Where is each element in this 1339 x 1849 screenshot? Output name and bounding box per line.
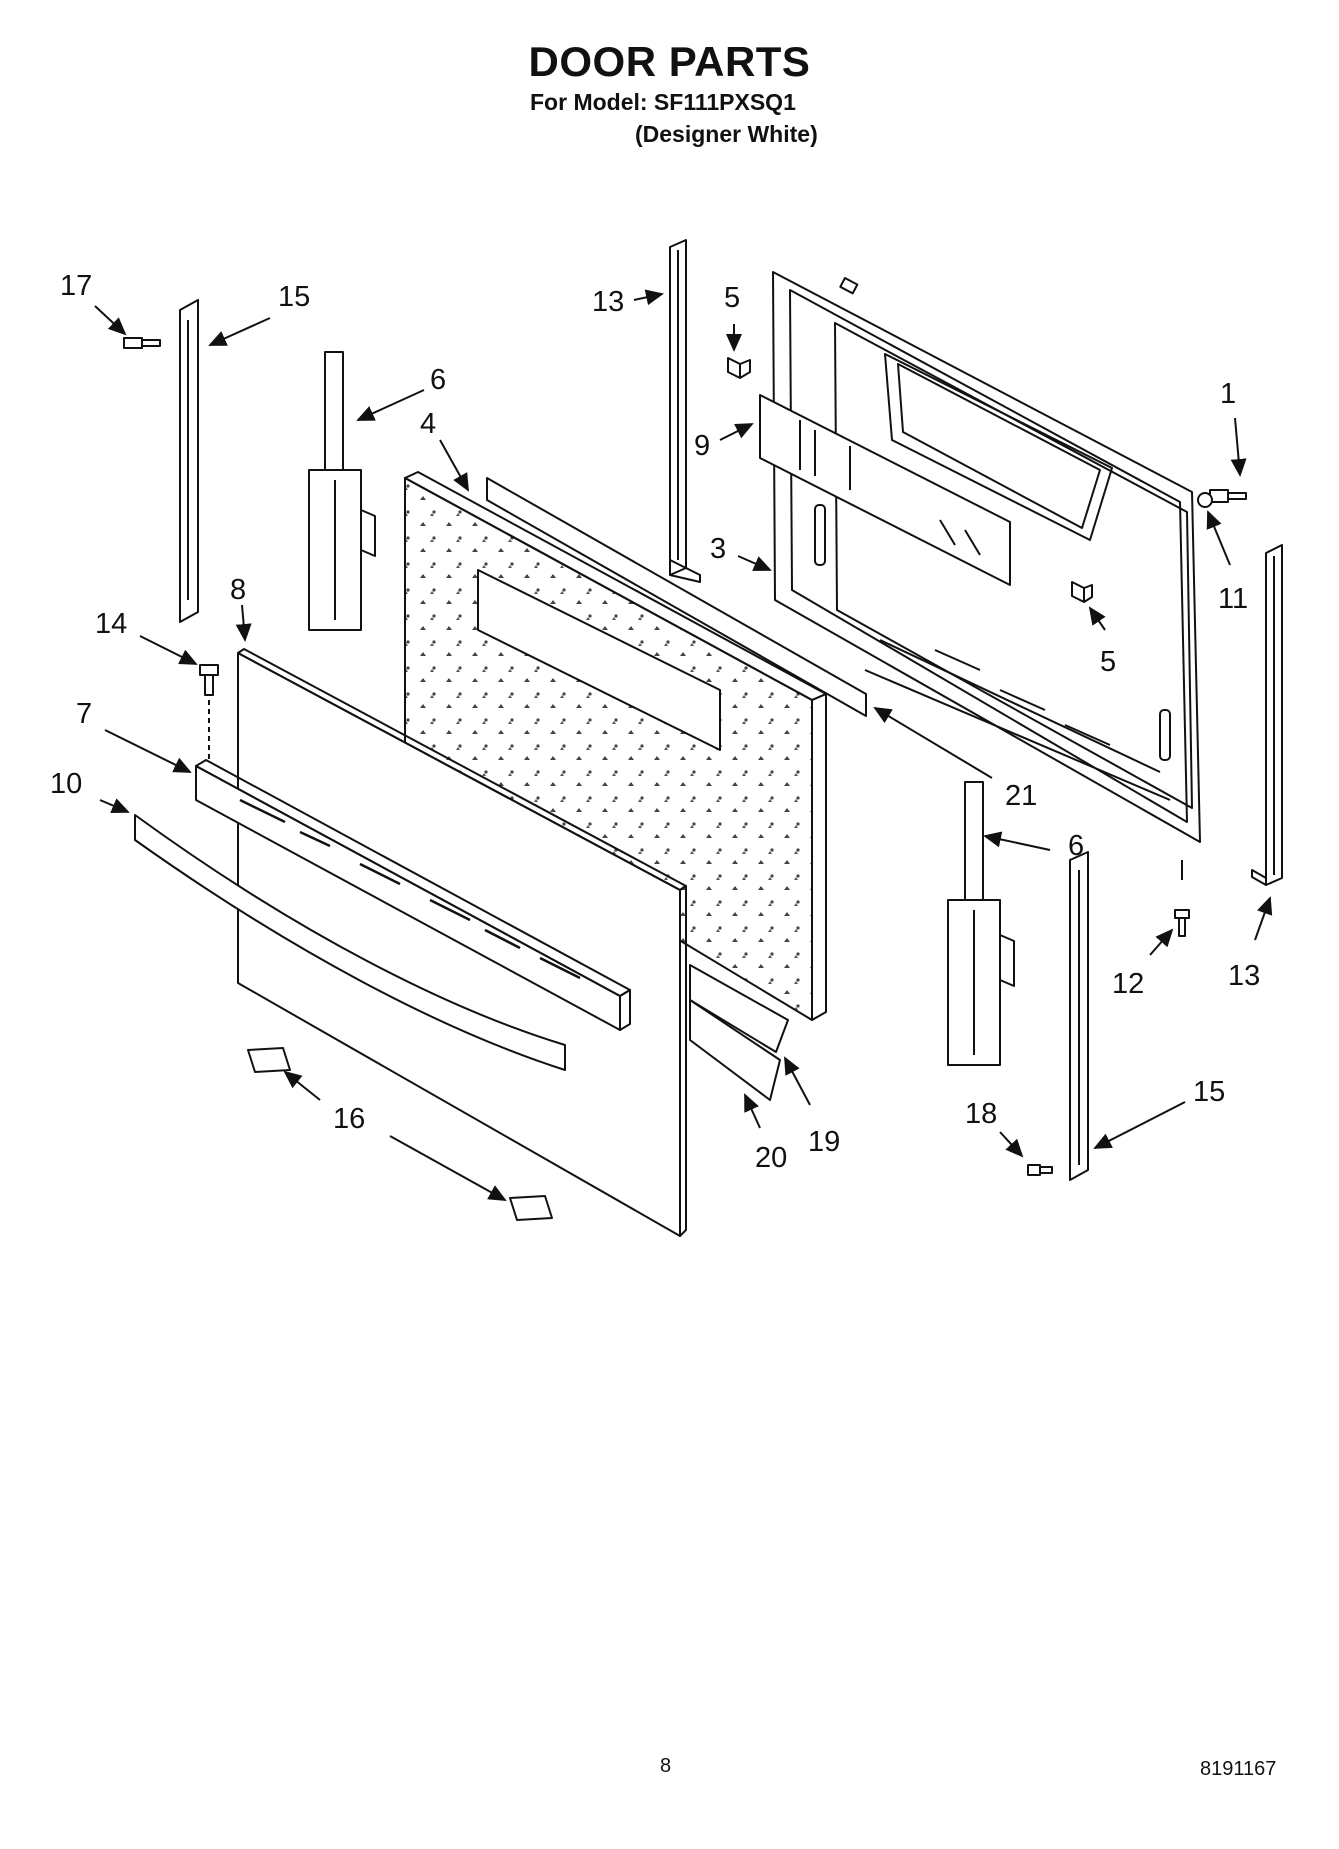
callout-7: 7 — [76, 698, 93, 730]
leader-6b — [983, 831, 1051, 851]
callout-3: 3 — [710, 533, 727, 565]
callout-9: 9 — [694, 430, 711, 462]
leader-19 — [784, 1056, 811, 1106]
callout-20: 20 — [755, 1142, 788, 1174]
callout-15a: 15 — [278, 281, 311, 313]
foot-part-16-right — [509, 1195, 553, 1221]
insulation-part-4 — [404, 471, 827, 1021]
callout-6a: 6 — [430, 364, 447, 396]
channel-part-15-left — [179, 299, 199, 623]
cover-part-20 — [689, 999, 781, 1101]
handle-part-10 — [134, 814, 566, 1071]
leader-20 — [744, 1093, 761, 1129]
callout-5a: 5 — [724, 282, 741, 314]
callout-8: 8 — [230, 574, 247, 606]
leader-16a — [283, 1070, 321, 1101]
leader-14 — [139, 635, 198, 665]
leader-3 — [737, 555, 772, 571]
leader-17 — [94, 305, 127, 336]
leader-21 — [873, 706, 993, 779]
channel-part-15-right — [1069, 851, 1089, 1181]
leader-16b — [389, 1135, 507, 1201]
callout-13a: 13 — [592, 286, 625, 318]
leader-7 — [104, 729, 192, 773]
leader-8 — [235, 604, 252, 642]
document-number: 8191167 — [1200, 1758, 1277, 1780]
leader-15b — [1093, 1101, 1186, 1149]
page-title: DOOR PARTS — [528, 38, 811, 85]
model-line: For Model: SF111PXSQ1 — [530, 89, 796, 115]
strip-part-13-left — [669, 239, 701, 583]
callout-16: 16 — [333, 1103, 366, 1135]
callout-21: 21 — [1005, 780, 1038, 812]
leader-11 — [1206, 510, 1231, 566]
screw-part-17 — [123, 337, 161, 349]
leader-15a — [208, 317, 271, 346]
callout-19: 19 — [808, 1126, 841, 1158]
callout-10: 10 — [50, 768, 83, 800]
leader-9 — [719, 423, 754, 441]
bracket-part-19 — [689, 964, 789, 1053]
leader-18 — [999, 1131, 1024, 1158]
leader-10 — [99, 798, 130, 814]
gasket-part-21 — [486, 477, 867, 717]
callout-5b: 5 — [1100, 646, 1117, 678]
glass-part-9 — [759, 394, 1011, 586]
callout-17: 17 — [60, 270, 93, 302]
callout-15b: 15 — [1193, 1076, 1226, 1108]
washer-part-11 — [1197, 492, 1213, 508]
variant-line: (Designer White) — [635, 121, 818, 147]
leader-5b — [1088, 606, 1106, 631]
clip-part-5-top — [727, 357, 751, 379]
foot-part-16-left — [247, 1047, 291, 1073]
leader-6a — [356, 389, 425, 421]
leader-4 — [439, 439, 469, 492]
hinge-part-6-left — [308, 351, 376, 631]
page-number: 8 — [660, 1755, 672, 1777]
hinge-part-6-right — [947, 781, 1015, 1066]
callout-6b: 6 — [1068, 830, 1085, 862]
outer-door-panel-part-8 — [237, 648, 687, 1237]
callout-12: 12 — [1112, 968, 1145, 1000]
leader-1 — [1230, 417, 1247, 477]
callout-11: 11 — [1218, 583, 1249, 615]
callout-18: 18 — [965, 1098, 998, 1130]
leader-13a — [633, 289, 664, 306]
screw-part-18 — [1027, 1164, 1053, 1176]
screw-part-12 — [1174, 909, 1190, 937]
strip-part-13-right — [1251, 544, 1283, 886]
callout-1: 1 — [1220, 378, 1237, 410]
leader-13b — [1254, 896, 1273, 941]
screw-part-14 — [199, 664, 219, 696]
callout-14: 14 — [95, 608, 128, 640]
callout-4: 4 — [420, 408, 437, 440]
leader-12 — [1149, 928, 1174, 956]
screw-part-1 — [1209, 489, 1247, 503]
callout-13b: 13 — [1228, 960, 1261, 992]
clip-part-5-lower — [1071, 581, 1093, 603]
vent-trim-part-7 — [195, 759, 631, 1031]
